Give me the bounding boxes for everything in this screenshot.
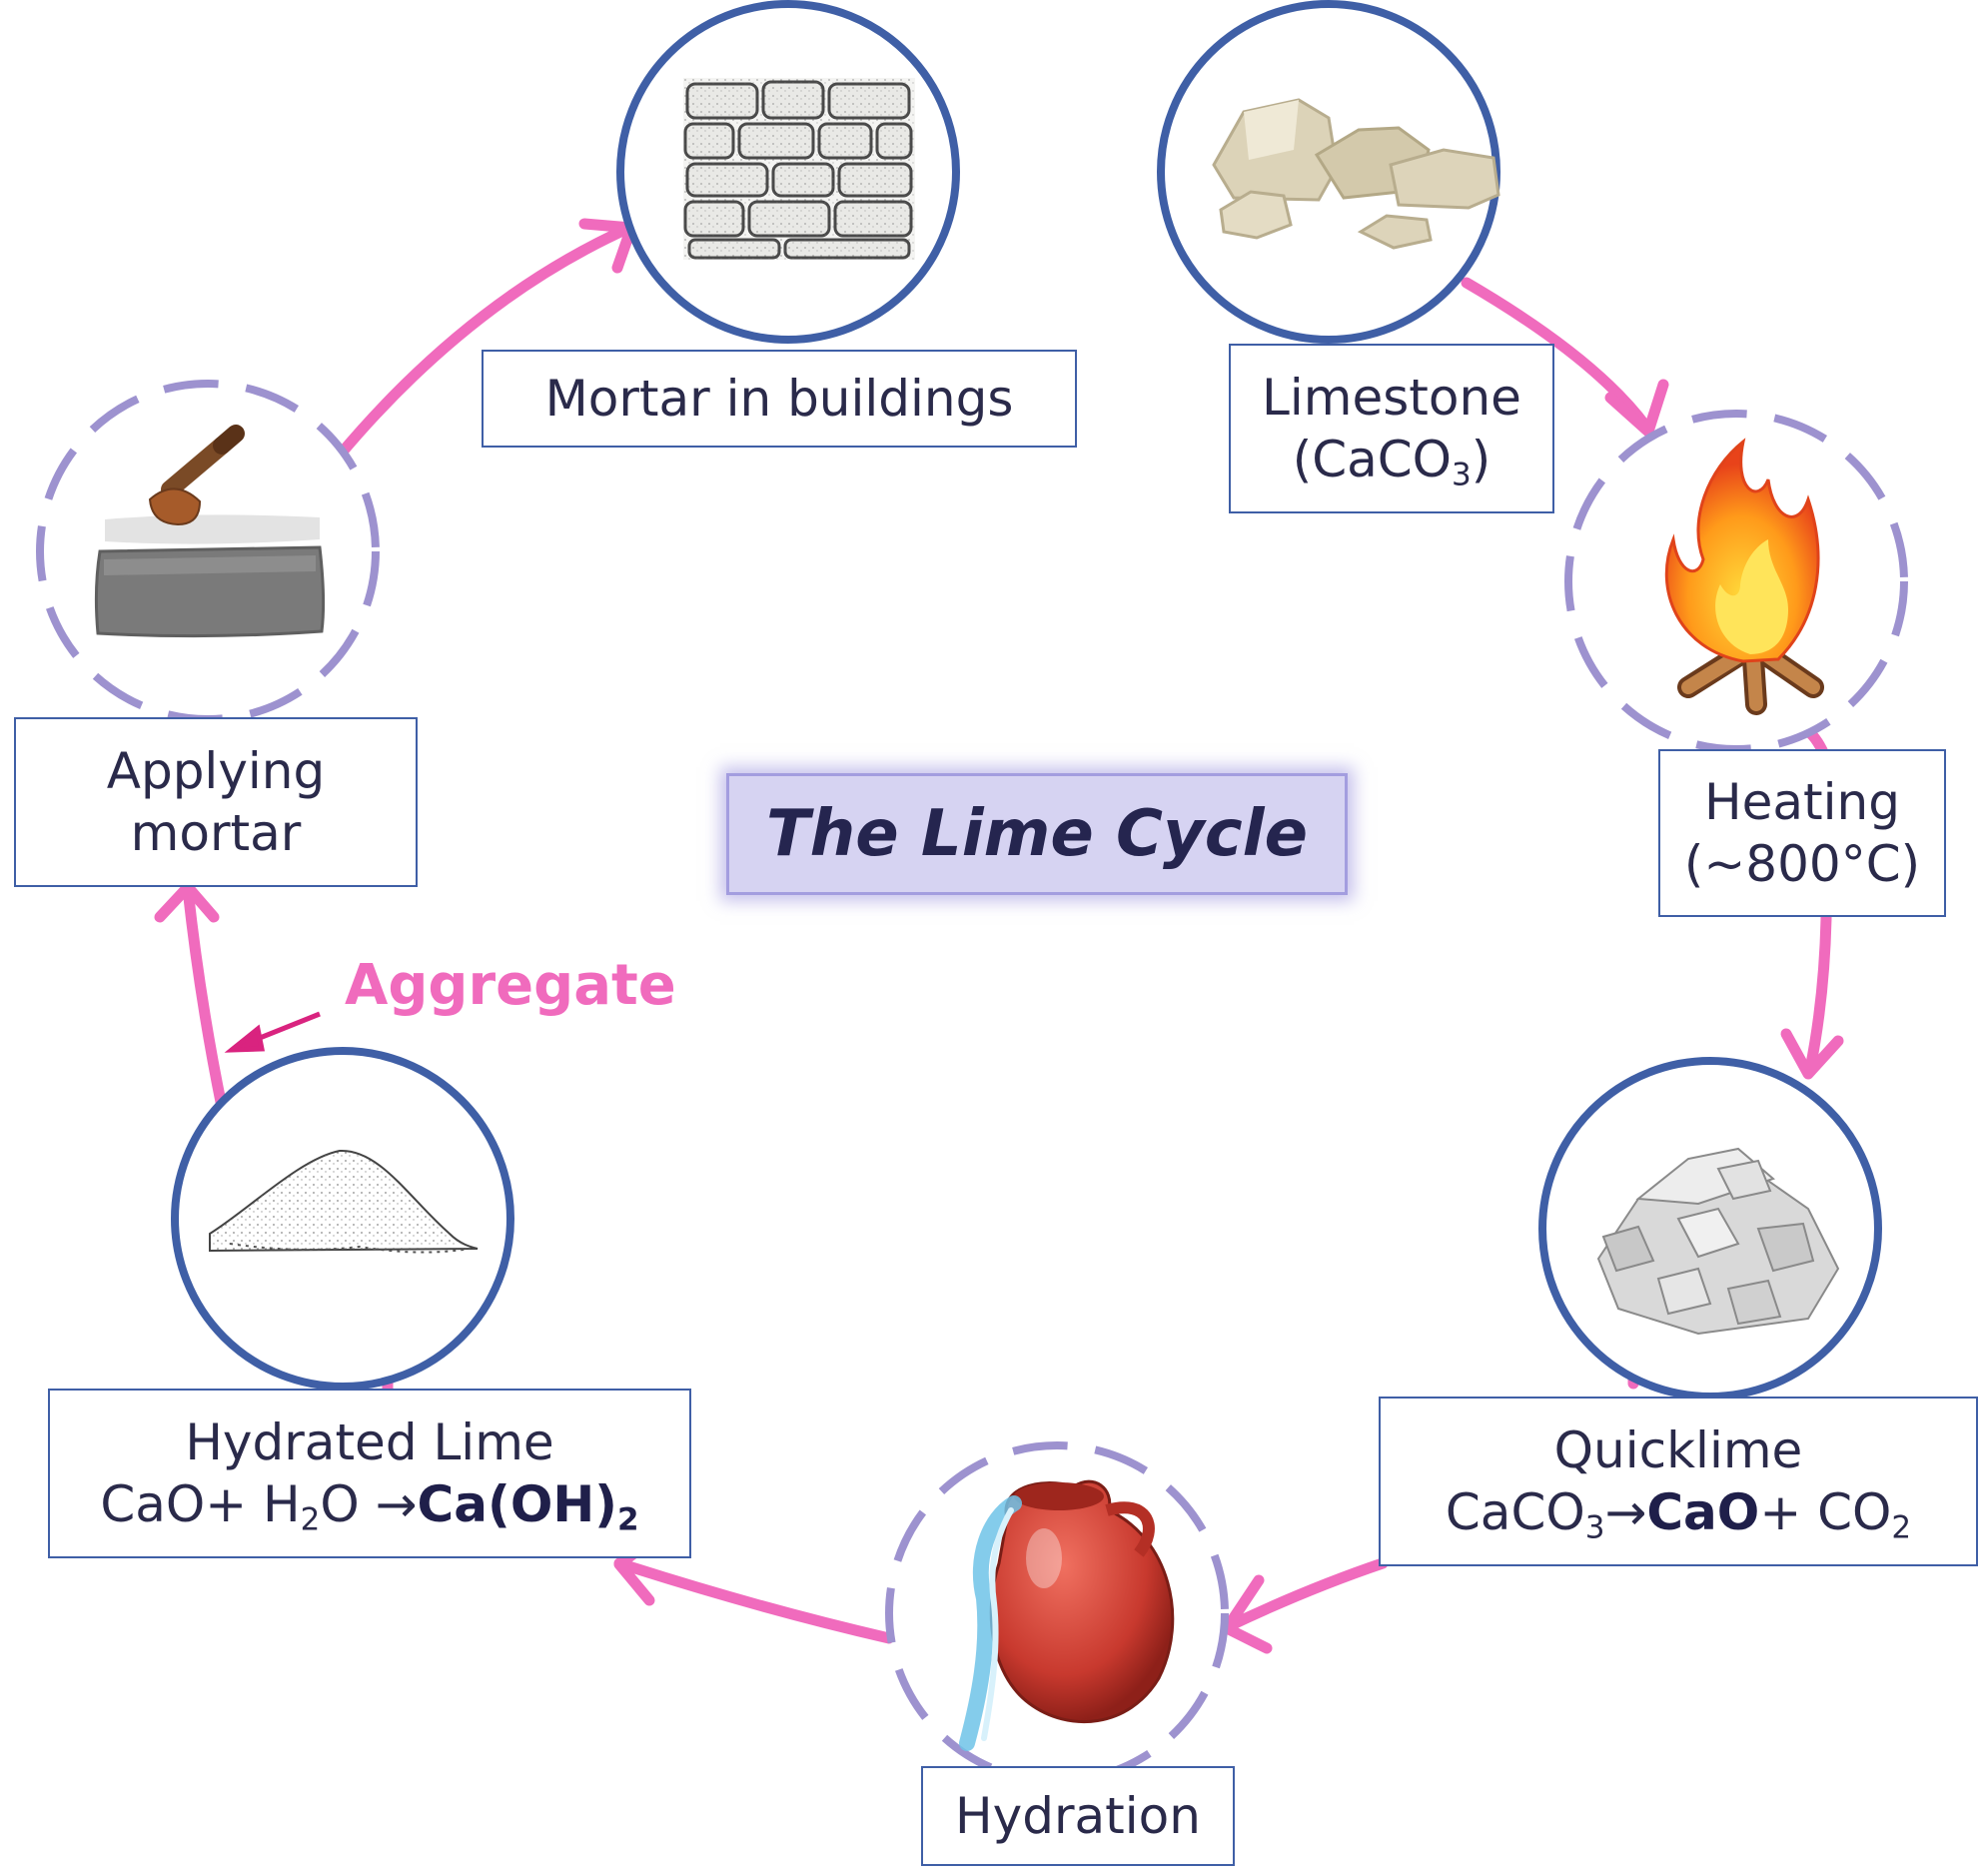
label-heating-temp: (~800°C) [1683, 835, 1921, 893]
label-limestone: Limestone (CaCO3) [1229, 344, 1554, 513]
arrowhead-applying-mortar [154, 881, 220, 923]
aggregate-arrow [224, 1011, 321, 1053]
label-hydrated-lime: Hydrated Lime CaO+ H2O →Ca(OH)2 [48, 1389, 691, 1558]
trowel-brick-icon [94, 425, 326, 638]
arrowhead-heating [1604, 379, 1669, 438]
label-mortar-in-buildings: Mortar in buildings [482, 350, 1077, 448]
label-applying-mortar: Applying mortar [14, 717, 418, 887]
label-limestone-formula: (CaCO3) [1292, 431, 1491, 493]
arrowhead-quicklime [1780, 1028, 1844, 1080]
label-mortar-text: Mortar in buildings [544, 369, 1014, 428]
label-limestone-name: Limestone [1262, 368, 1521, 427]
limestone-rocks-icon [1212, 98, 1500, 250]
title-box: The Lime Cycle [726, 773, 1348, 895]
label-heating-name: Heating [1704, 772, 1900, 831]
aggregate-label: Aggregate [345, 953, 676, 1018]
fire-icon [1664, 438, 1824, 715]
page-title: The Lime Cycle [766, 797, 1308, 871]
label-heating: Heating (~800°C) [1658, 749, 1946, 917]
label-hydrated-lime-name: Hydrated Lime [185, 1412, 554, 1471]
arrow-applying-to-mortar [332, 222, 635, 464]
label-quicklime-equation: CaCO3→CaO+ CO2 [1445, 1483, 1912, 1546]
arrow-hydration-to-hydrated-lime [613, 1557, 895, 1644]
label-applying-line2: mortar [130, 804, 302, 862]
label-applying-line1: Applying [106, 741, 326, 800]
powder-pile-icon [209, 1149, 479, 1254]
label-quicklime: Quicklime CaCO3→CaO+ CO2 [1379, 1397, 1978, 1566]
arrow-heating-to-quicklime [1802, 725, 1832, 1075]
arrow-to-applying-mortar [182, 883, 228, 1113]
quicklime-lumps-icon [1596, 1147, 1840, 1336]
stone-wall-icon [683, 78, 915, 260]
label-hydration: Hydration [921, 1766, 1235, 1866]
arrow-quicklime-to-hydration-2 [1223, 1557, 1389, 1632]
label-hydrated-lime-equation: CaO+ H2O →Ca(OH)2 [100, 1475, 639, 1538]
water-jug-icon [959, 1479, 1175, 1751]
label-hydration-name: Hydration [955, 1786, 1201, 1845]
label-quicklime-name: Quicklime [1553, 1420, 1803, 1479]
